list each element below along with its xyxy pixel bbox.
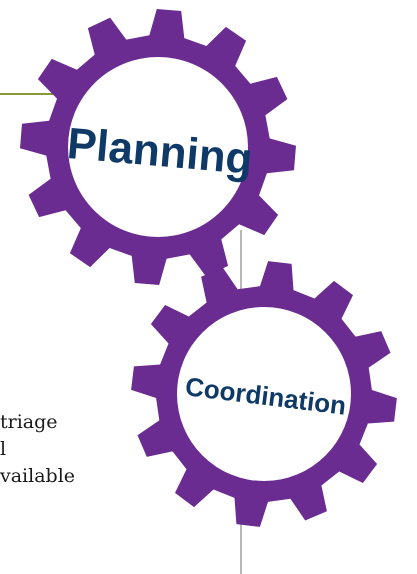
planning-gear-hub bbox=[68, 57, 248, 237]
coordination-gear-hub bbox=[177, 307, 351, 481]
planning-gear: Planning bbox=[20, 9, 296, 285]
body-text-fragment-3: vailable bbox=[0, 465, 76, 487]
body-text-fragment-2: l bbox=[0, 438, 7, 460]
body-text-fragment-1: triage bbox=[0, 411, 58, 433]
coordination-gear: Coordination bbox=[131, 261, 397, 527]
